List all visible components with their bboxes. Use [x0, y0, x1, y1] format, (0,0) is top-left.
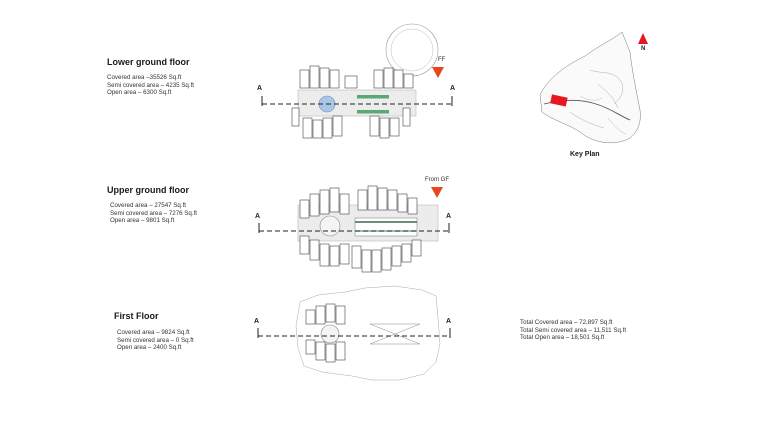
totals-block: Total Covered area – 72,897 Sq.ft Total … — [520, 319, 626, 342]
open-area: Open area – 2400 Sq.ft — [117, 344, 182, 352]
open-area: Open area – 6300 Sq.ft — [107, 89, 172, 97]
section-marker-a-right-1: A — [450, 85, 456, 92]
covered-area: Covered area –35526 Sq.ft — [107, 74, 182, 81]
total-covered-area: Total Covered area – 72,897 Sq.ft — [520, 319, 613, 326]
semi-covered-area: Semi covered area – 4235 Sq.ft — [107, 81, 195, 89]
section-marker-a-right-2: A — [446, 213, 452, 220]
keyplan-map — [539, 31, 641, 143]
semi-covered-area: Semi covered area – 0 Sq.ft — [117, 336, 194, 344]
floor-stats-upper-ground: Covered area – 27547 Sq.ft Semi covered … — [110, 202, 197, 225]
floor-title-lower-ground: Lower ground floor — [107, 57, 190, 67]
section-marker-a-left-2: A — [255, 213, 261, 220]
total-open-area: Total Open area – 18,501 Sq.ft — [520, 334, 605, 342]
arrow-down-icon — [432, 67, 444, 78]
covered-area: Covered area – 27547 Sq.ft — [110, 202, 187, 209]
north-arrow-icon — [638, 33, 648, 44]
arrow-down-icon — [431, 187, 443, 198]
section-marker-a-right-3: A — [446, 318, 452, 325]
site-location-marker — [550, 94, 568, 107]
section-marker-a-left-3: A — [254, 318, 260, 325]
open-area: Open area – 9801 Sq.ft — [110, 217, 175, 225]
total-semi-covered-area: Total Semi covered area – 11,511 Sq.ft — [520, 326, 627, 334]
north-label: N — [641, 46, 646, 52]
keyplan-title: Key Plan — [570, 151, 600, 158]
covered-area: Covered area – 9824 Sq.ft — [117, 329, 190, 336]
floor-stats-lower-ground: Covered area –35526 Sq.ft Semi covered a… — [107, 74, 194, 97]
section-marker-a-left-1: A — [257, 85, 263, 92]
arrow-label-to-ff: To FF — [430, 57, 446, 63]
floor-title-first-floor: First Floor — [114, 311, 159, 321]
arrow-label-from-gf: From GF — [425, 177, 449, 183]
plan-lower-ground — [291, 23, 439, 139]
floor-title-upper-ground: Upper ground floor — [107, 185, 189, 195]
semi-covered-area: Semi covered area – 7276 Sq.ft — [110, 209, 198, 217]
plan-first-floor — [295, 285, 441, 381]
plan-upper-ground — [297, 185, 439, 273]
floor-stats-first-floor: Covered area – 9824 Sq.ft Semi covered a… — [117, 329, 194, 352]
